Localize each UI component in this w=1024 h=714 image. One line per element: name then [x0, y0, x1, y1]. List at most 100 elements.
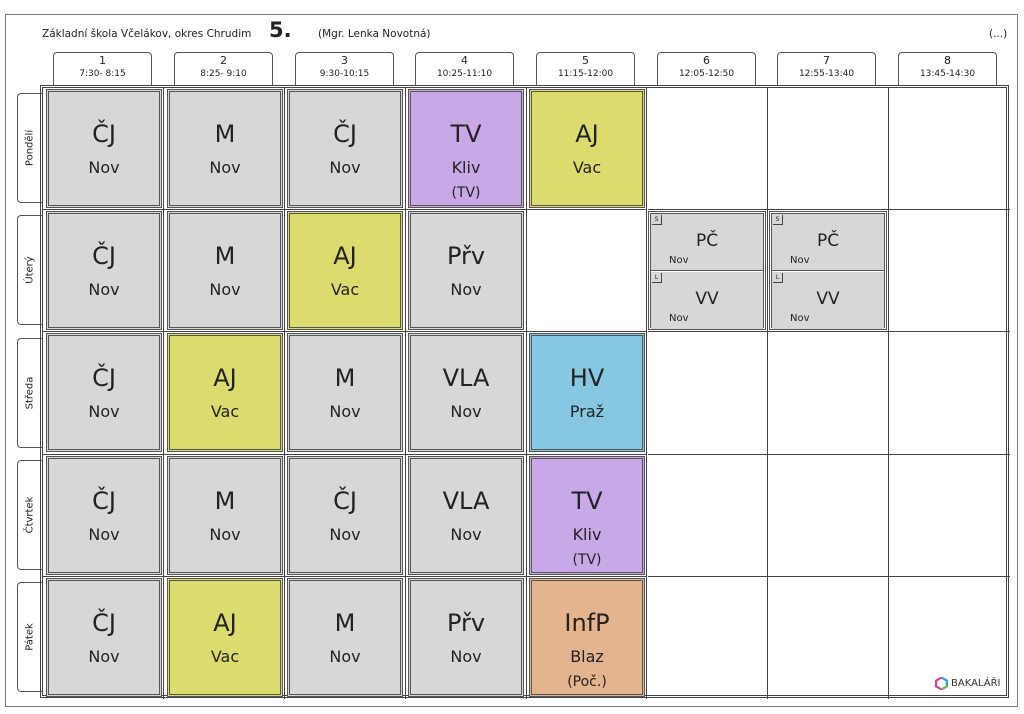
period-header-7: 7 12:55-13:40 [777, 52, 876, 86]
lesson-card[interactable]: M Nov [167, 211, 283, 330]
timetable-cell [163, 88, 285, 211]
lesson-card[interactable]: AJ Vac [529, 89, 645, 208]
lesson-card[interactable]: ČJ Nov [287, 89, 403, 208]
timetable-cell [647, 210, 769, 333]
period-time: 7:30- 8:15 [79, 69, 126, 79]
group-lesson[interactable]: L VV Nov [772, 272, 884, 329]
lesson-card[interactable]: VLA Nov [408, 333, 524, 452]
lesson-card[interactable]: M Nov [167, 456, 283, 575]
lesson-card[interactable]: M Nov [287, 333, 403, 452]
lesson-subject: PČ [695, 231, 719, 251]
lesson-card[interactable]: VLA Nov [408, 456, 524, 575]
day-label-monday: Pondělí [17, 93, 42, 203]
day-name: Čtvrtek [24, 496, 36, 534]
period-time: 12:05-12:50 [678, 69, 735, 79]
timetable-cell [768, 576, 890, 699]
more-indicator: (...) [989, 28, 1008, 40]
lesson-teacher: Nov [209, 158, 241, 177]
lesson-card[interactable]: Přv Nov [408, 211, 524, 330]
lesson-card[interactable]: AJ Vac [167, 333, 283, 452]
timetable-cell [405, 88, 527, 211]
timetable-cell [405, 332, 527, 455]
period-number: 7 [823, 54, 830, 67]
lesson-subject: VLA [442, 364, 490, 392]
lesson-room: (TV) [572, 552, 602, 568]
lesson-subject: ČJ [333, 120, 357, 148]
lesson-teacher: Nov [88, 525, 120, 544]
timetable-cell [163, 454, 285, 577]
lesson-card[interactable]: TV Kliv (TV) [408, 89, 524, 208]
split-lesson-card[interactable]: S PČ Nov L VV Nov [769, 211, 887, 330]
lesson-subject: VV [695, 289, 719, 309]
group-badge: L [773, 273, 783, 283]
lesson-subject: HV [569, 364, 605, 392]
logo-text: BAKALÁŘI [951, 678, 1001, 689]
lesson-subject: ČJ [92, 120, 116, 148]
lesson-subject: ČJ [92, 487, 116, 515]
lesson-subject: M [334, 609, 356, 637]
timetable-cell [647, 454, 769, 577]
timetable-cell [43, 88, 164, 211]
timetable-cell [526, 454, 648, 577]
lesson-card[interactable]: AJ Vac [167, 578, 283, 697]
lesson-subject: M [334, 364, 356, 392]
lesson-subject: PČ [816, 231, 840, 251]
day-label-tuesday: Úterý [17, 215, 42, 325]
lesson-card[interactable]: ČJ Nov [46, 578, 162, 697]
lesson-teacher: Kliv [572, 525, 602, 544]
timetable-cell [526, 210, 648, 333]
group-lesson[interactable]: L VV Nov [651, 272, 763, 329]
lesson-teacher: Vac [210, 647, 240, 666]
lesson-subject: Přv [446, 609, 486, 637]
lesson-teacher: Nov [88, 158, 120, 177]
lesson-card[interactable]: ČJ Nov [46, 211, 162, 330]
lesson-card[interactable]: TV Kliv (TV) [529, 456, 645, 575]
lesson-subject: AJ [213, 609, 237, 637]
lesson-card[interactable]: HV Praž [529, 333, 645, 452]
period-header-2: 2 8:25- 9:10 [174, 52, 273, 86]
period-number: 2 [220, 54, 227, 67]
period-header-3: 3 9:30-10:15 [295, 52, 394, 86]
period-time: 13:45-14:30 [919, 69, 976, 79]
lesson-card[interactable]: ČJ Nov [46, 456, 162, 575]
day-name: Středa [24, 376, 36, 410]
lesson-subject: ČJ [92, 242, 116, 270]
lesson-subject: TV [450, 120, 482, 148]
timetable-cell [284, 454, 406, 577]
split-lesson-card[interactable]: S PČ Nov L VV Nov [648, 211, 766, 330]
period-header-1: 1 7:30- 8:15 [53, 52, 152, 86]
period-header-4: 4 10:25-11:10 [415, 52, 514, 86]
lesson-card[interactable]: ČJ Nov [287, 456, 403, 575]
lesson-teacher: Praž [569, 402, 605, 421]
lesson-teacher: Nov [329, 525, 361, 544]
school-name: Základní škola Včelákov, okres Chrudim [42, 28, 252, 40]
timetable-cell [768, 88, 890, 211]
timetable-cell [768, 332, 890, 455]
lesson-card[interactable]: ČJ Nov [46, 89, 162, 208]
lesson-card[interactable]: AJ Vac [287, 211, 403, 330]
group-lesson[interactable]: S PČ Nov [651, 214, 763, 271]
lesson-subject: VLA [442, 487, 490, 515]
timetable-cell [889, 210, 1011, 333]
lesson-card[interactable]: M Nov [287, 578, 403, 697]
timetable-cell [647, 88, 769, 211]
period-header-5: 5 11:15-12:00 [536, 52, 635, 86]
timetable-cell [405, 454, 527, 577]
timetable-cell [889, 332, 1011, 455]
lesson-subject: ČJ [92, 364, 116, 392]
timetable-cell [43, 454, 164, 577]
lesson-card[interactable]: Přv Nov [408, 578, 524, 697]
lesson-teacher: Kliv [451, 158, 481, 177]
timetable-grid: ČJ Nov M Nov ČJ Nov TV Kliv (TV) AJ Vac … [40, 85, 1011, 699]
group-lesson[interactable]: S PČ Nov [772, 214, 884, 271]
timetable-cell [526, 88, 648, 211]
lesson-teacher: Nov [88, 402, 120, 421]
class-title: 5. [269, 18, 292, 42]
lesson-teacher: Nov [450, 647, 482, 666]
lesson-card[interactable]: M Nov [167, 89, 283, 208]
day-name: Pondělí [24, 129, 36, 167]
lesson-card[interactable]: ČJ Nov [46, 333, 162, 452]
period-number: 5 [582, 54, 589, 67]
period-number: 4 [461, 54, 468, 67]
lesson-card[interactable]: InfP Blaz (Poč.) [529, 578, 645, 697]
